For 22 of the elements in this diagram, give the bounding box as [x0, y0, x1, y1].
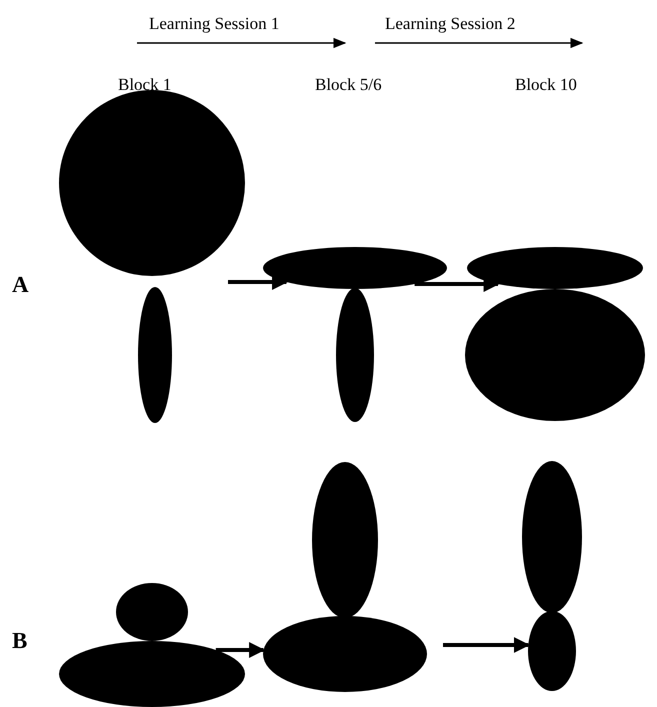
- arrow: [216, 642, 266, 658]
- arrow: [228, 274, 288, 290]
- ellipse-shape: [522, 461, 582, 613]
- session-label: Learning Session 1: [149, 14, 280, 34]
- arrow: [443, 637, 530, 653]
- ellipse-shape: [263, 616, 427, 692]
- ellipse-shape: [59, 641, 245, 707]
- ellipse-shape: [467, 247, 643, 289]
- ellipse-shape: [528, 611, 576, 691]
- column-label: Block 1: [118, 75, 172, 95]
- ellipse-shape: [263, 247, 447, 289]
- column-label: Block 10: [515, 75, 577, 95]
- ellipse-shape: [312, 462, 378, 618]
- ellipse-shape: [138, 287, 172, 423]
- circle-shape: [59, 90, 245, 276]
- ellipse-shape: [465, 289, 645, 421]
- row-label: B: [12, 628, 28, 654]
- session-label: Learning Session 2: [385, 14, 516, 34]
- ellipse-shape: [116, 583, 188, 641]
- column-label: Block 5/6: [315, 75, 382, 95]
- row-label: A: [12, 272, 29, 298]
- ellipse-shape: [336, 288, 374, 422]
